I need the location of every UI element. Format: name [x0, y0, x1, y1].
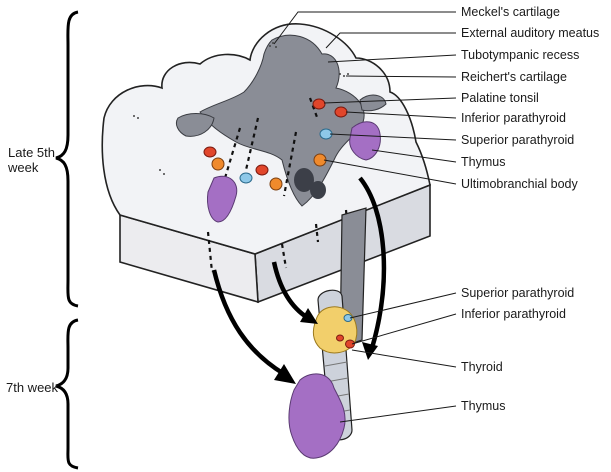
- arrowhead-thymus: [274, 364, 296, 384]
- pharynx-opening: [294, 168, 314, 192]
- thymus-5th-week-left: [207, 175, 238, 223]
- arrow-ultimobranchial-migration: [358, 176, 387, 349]
- label-thymus-7th: Thymus: [461, 399, 505, 413]
- label-meckels-cartilage: Meckel's cartilage: [461, 5, 560, 19]
- arch-line-2: [220, 127, 242, 189]
- leader-inferior-parathyroid: [345, 111, 457, 119]
- stipple: [159, 169, 161, 171]
- trachea-ring: [324, 361, 348, 367]
- stipple: [272, 42, 274, 44]
- leader-ultimobranchial-body: [323, 159, 457, 185]
- inferior-parathyroid-5th-week: [334, 106, 348, 118]
- stage-label-late-5th-week-line2: week: [7, 160, 39, 175]
- leader-tubotympanic-recess: [327, 54, 457, 63]
- arrowhead-ultimobranchial: [362, 342, 378, 360]
- leader-palatine-tonsil: [323, 97, 457, 104]
- orange-pouch-left-2: [269, 177, 283, 191]
- label-ultimobranchial-body: Ultimobranchial body: [461, 177, 578, 191]
- arch-line-5: [206, 231, 214, 273]
- leader-lines-5th-week: [273, 11, 457, 185]
- stipple: [275, 46, 277, 48]
- cartilage-stipples: [133, 42, 349, 175]
- label-inferior-parathyroid-7th: Inferior parathyroid: [461, 307, 566, 321]
- label-thymus: Thymus: [461, 155, 505, 169]
- inferior-parathyroid-7th-week: [345, 339, 355, 349]
- arrowhead-inferior-parathyroid: [300, 308, 318, 324]
- stipple: [269, 45, 271, 47]
- leader-thymus: [371, 149, 457, 163]
- label-tubotympanic-recess: Tubotympanic recess: [461, 48, 579, 62]
- leader-reicherts-cartilage: [345, 75, 457, 78]
- leader-meckels-cartilage: [273, 11, 456, 45]
- label-superior-parathyroid-7th: Superior parathyroid: [461, 286, 574, 300]
- label-thyroid-7th: Thyroid: [461, 360, 503, 374]
- leader-lines-7th-week: [339, 292, 457, 423]
- pharynx-opening-2: [310, 181, 326, 199]
- stipple: [343, 75, 345, 77]
- stipple: [339, 73, 341, 75]
- thymus-7th-week: [288, 373, 346, 459]
- leader-external-auditory-meatus: [325, 32, 456, 49]
- pharynx-gray-lobe-right: [359, 94, 387, 112]
- red-pouch-left-1: [203, 146, 217, 158]
- arch-line-4: [308, 97, 320, 121]
- stipple: [347, 73, 349, 75]
- migration-arrows: [211, 176, 387, 376]
- small-red-7th-week: [336, 334, 344, 342]
- arrow-inferior-parathyroid-migration: [271, 261, 310, 320]
- bracket-late-5th-week: [55, 10, 79, 308]
- blue-pouch-left: [239, 172, 253, 184]
- red-pouch-left-2: [255, 164, 269, 176]
- label-inferior-parathyroid: Inferior parathyroid: [461, 111, 566, 125]
- leader-inferior-parathyroid-7: [351, 313, 457, 345]
- arch-line-7: [314, 223, 320, 243]
- leader-superior-parathyroid-7: [349, 292, 457, 319]
- leader-superior-parathyroid: [329, 133, 457, 141]
- arrow-thymus-migration: [211, 269, 286, 376]
- stipple: [133, 115, 135, 117]
- label-palatine-tonsil: Palatine tonsil: [461, 91, 539, 105]
- label-superior-parathyroid: Superior parathyroid: [461, 133, 574, 147]
- orange-pouch-left-1: [211, 157, 225, 171]
- leader-thymus-7: [339, 405, 457, 423]
- arch-line-1: [244, 117, 260, 171]
- arch-line-3: [282, 131, 298, 197]
- label-external-auditory-meatus: External auditory meatus: [461, 26, 599, 40]
- stipple: [163, 173, 165, 175]
- stage-label-7th-week: 7th week: [6, 380, 59, 395]
- palatine-tonsil: [312, 98, 326, 110]
- label-reicherts-cartilage: Reichert's cartilage: [461, 70, 567, 84]
- stipple: [137, 117, 139, 119]
- stage-label-late-5th-week-line1: Late 5th: [8, 145, 55, 160]
- bracket-7th-week: [55, 318, 79, 470]
- leader-thyroid-7: [351, 349, 457, 368]
- stage-label-late-5th-week: Late 5th week: [7, 145, 59, 175]
- pharynx-gray-lobe-left: [175, 113, 215, 137]
